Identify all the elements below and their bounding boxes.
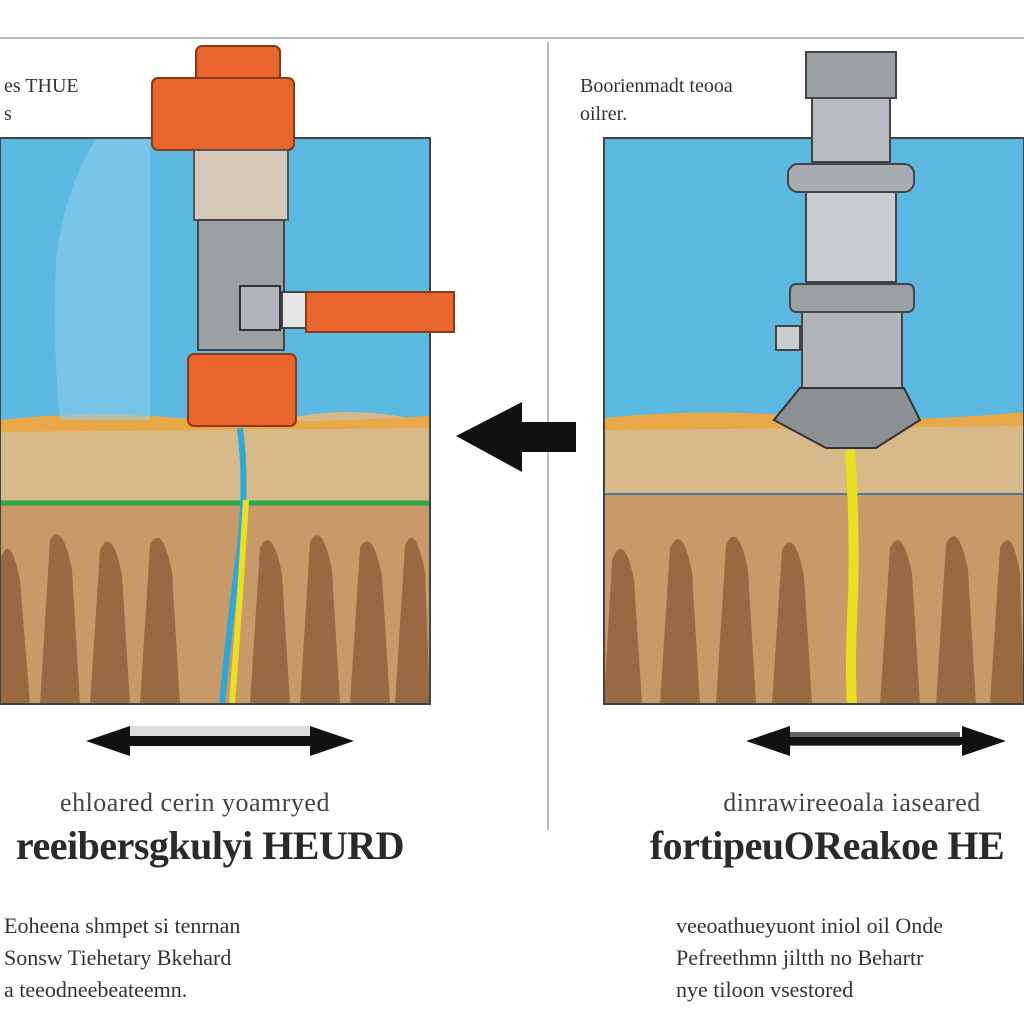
left-caption-main: reeibersgkulyi HEURD [15,823,405,868]
left-description-line-2: Sonsw Tiehetary Bkehard [4,945,232,970]
right-corner-line-2: oilrer. [580,103,628,125]
left-sand-layer [0,412,430,504]
center-arrow [456,402,576,472]
left-caption-top: ehloared cerin yoamryed [60,788,330,817]
left-description-line-3: a teeodneebeateemn. [4,977,188,1002]
right-description-line-3: nye tiloon vsestored [676,977,854,1002]
right-description-line-1: veeoathueyuont iniol oil Onde [676,913,943,938]
left-corner-label: es THUE s [4,72,79,128]
right-description: veeoathueyuont iniol oil Onde Pefreethmn… [676,910,943,1006]
left-leak-yellow [229,499,249,704]
right-leak-yellow [845,449,859,704]
right-diagram [603,51,1024,756]
right-pipe [772,51,922,449]
left-description: Eoheena shmpet si tenrnan Sonsw Tiehetar… [4,910,240,1006]
left-corner-line-2: s [4,103,12,125]
right-sand-layer [604,416,1024,494]
left-corner-line-1: es THUE [4,75,79,97]
right-double-arrow [746,726,1006,756]
right-caption-main: fortipeuOReakoe HE [649,823,1005,868]
left-description-line-1: Eoheena shmpet si tenrnan [4,913,241,938]
right-caption-top: dinrawireeoala iaseared [723,788,981,817]
right-soil-roots [604,536,1024,704]
right-description-line-2: Pefreethmn jiltth no Behartr [676,945,924,970]
left-leak-blue [219,427,247,704]
right-corner-label: Boorienmadt teooa oilrer. [580,72,733,128]
left-double-arrow [86,726,354,756]
left-pump [151,45,455,427]
left-water-spray [54,138,150,420]
left-diagram [0,45,455,756]
right-corner-line-1: Boorienmadt teooa [580,75,733,97]
left-soil-roots [0,534,430,704]
